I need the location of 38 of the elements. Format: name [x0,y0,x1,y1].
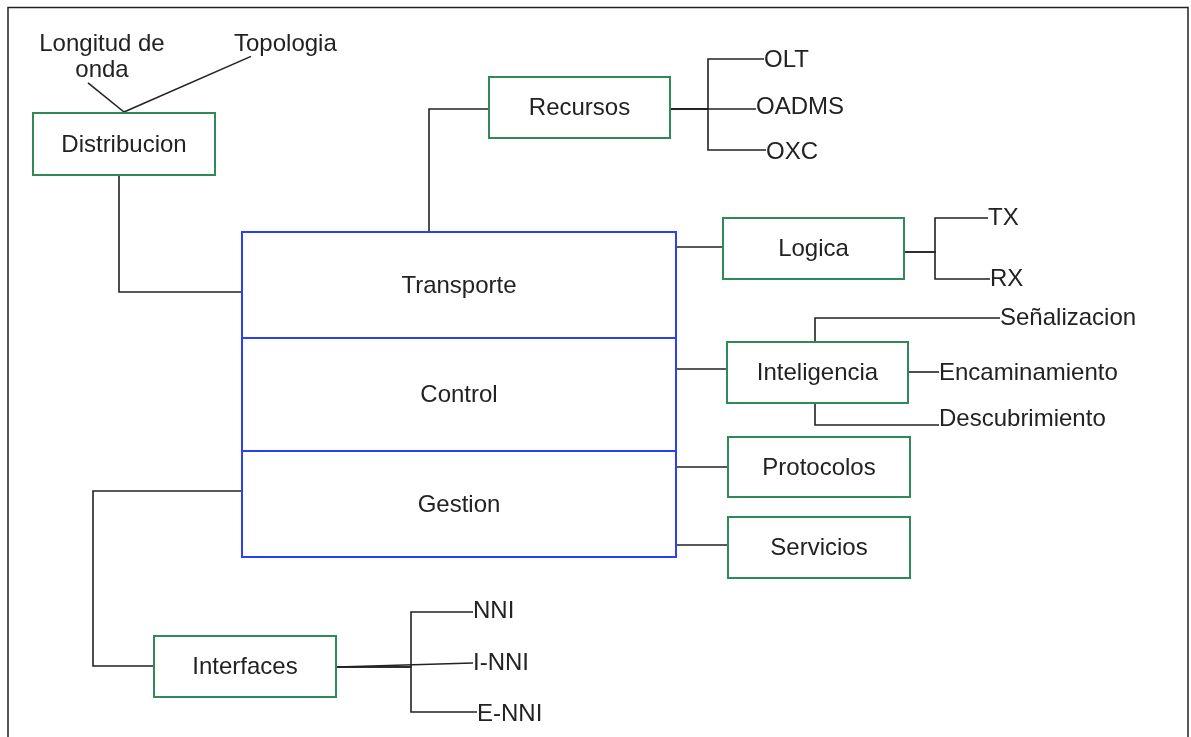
node-label: TX [988,204,1019,231]
node-label: NNI [473,597,515,624]
connector-line [87,82,125,113]
process-box: Logica [722,217,905,280]
process-box: Servicios [727,516,911,579]
connector-line [428,108,489,232]
process-box: Recursos [488,76,671,139]
process-box: Interfaces [153,635,337,698]
connector-line [118,175,242,293]
node-label: Señalizacion [1000,304,1137,331]
connector-line [123,55,252,113]
node-label: I-NNI [473,649,529,676]
node-label: OXC [766,138,818,165]
node-label: E-NNI [477,700,543,727]
connector-line [676,544,728,546]
connector-line [814,317,1001,342]
connector-line [92,490,242,667]
connector-line [904,251,991,280]
layer-band: Gestion [241,450,677,558]
connector-line [814,403,940,426]
process-box: Inteligencia [726,341,909,404]
layer-band: Control [241,337,677,452]
node-label: Encaminamiento [939,359,1118,386]
process-box: Distribucion [32,112,216,176]
layer-band: Transporte [241,231,677,339]
node-label: OLT [764,46,809,73]
node-label: RX [990,265,1024,292]
process-box: Protocolos [727,436,911,498]
node-label: Topologia [234,30,337,57]
connector-line [670,108,767,151]
node-label: Longitud de onda [28,30,176,83]
node-label: Descubrimiento [939,405,1106,432]
connector-line [676,368,727,370]
connector-line [336,666,478,713]
connector-line [676,466,728,468]
connector-line [676,246,723,248]
connector-line [908,371,940,373]
node-label: OADMS [756,93,844,120]
